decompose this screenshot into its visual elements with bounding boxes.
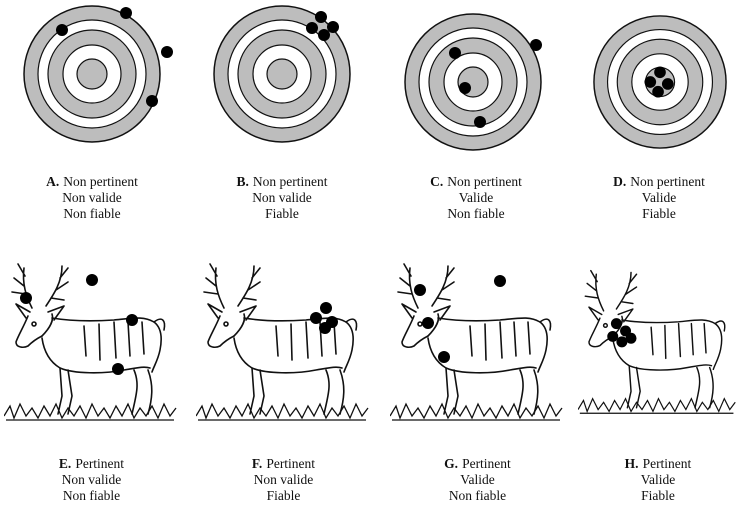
caption-d: D. Non pertinent Valide Fiable — [584, 174, 734, 222]
caption-letter: F. — [252, 456, 262, 471]
caption-line: Non valide — [196, 472, 371, 488]
panel-f — [196, 256, 371, 426]
shot-marks — [20, 274, 138, 375]
caption-line: Non fiable — [12, 206, 172, 222]
caption-letter: D. — [613, 174, 626, 189]
panel-g — [390, 256, 565, 426]
bullseye-icon — [212, 4, 352, 144]
caption-h: H. Pertinent Valide Fiable — [578, 456, 738, 504]
deer-icon — [4, 256, 179, 426]
caption-e: E. Pertinent Non valide Non fiable — [4, 456, 179, 504]
caption-b: B. Non pertinent Non valide Fiable — [202, 174, 362, 222]
bullseye-icon — [22, 4, 162, 144]
panel-e — [4, 256, 179, 426]
caption-line: Pertinent — [75, 456, 124, 471]
deer-icon — [196, 256, 371, 426]
caption-line: Non valide — [4, 472, 179, 488]
caption-line: Fiable — [202, 206, 362, 222]
caption-line: Valide — [584, 190, 734, 206]
deer-icon — [390, 256, 565, 426]
panel-b — [212, 4, 352, 144]
caption-line: Valide — [396, 190, 556, 206]
caption-line: Non pertinent — [63, 174, 138, 189]
caption-line: Fiable — [578, 488, 738, 504]
panel-a — [22, 4, 162, 144]
caption-line: Fiable — [196, 488, 371, 504]
caption-letter: G. — [444, 456, 458, 471]
caption-a: A. Non pertinent Non valide Non fiable — [12, 174, 172, 222]
caption-g: G. Pertinent Valide Non fiable — [390, 456, 565, 504]
caption-line: Non pertinent — [630, 174, 705, 189]
caption-line: Non valide — [202, 190, 362, 206]
caption-letter: C. — [430, 174, 443, 189]
panel-h — [578, 256, 738, 426]
caption-line: Non pertinent — [447, 174, 522, 189]
caption-line: Non pertinent — [253, 174, 328, 189]
bullseye-icon — [403, 12, 543, 152]
caption-letter: B. — [237, 174, 249, 189]
caption-line: Valide — [578, 472, 738, 488]
caption-line: Fiable — [584, 206, 734, 222]
shot-marks — [414, 275, 506, 363]
caption-letter: A. — [46, 174, 59, 189]
bullseye-icon — [592, 14, 728, 150]
caption-line: Pertinent — [462, 456, 511, 471]
caption-c: C. Non pertinent Valide Non fiable — [396, 174, 556, 222]
panel-c — [403, 12, 543, 152]
caption-line: Non valide — [12, 190, 172, 206]
caption-f: F. Pertinent Non valide Fiable — [196, 456, 371, 504]
caption-line: Non fiable — [396, 206, 556, 222]
caption-line: Valide — [390, 472, 565, 488]
caption-line: Pertinent — [643, 456, 692, 471]
caption-line: Non fiable — [390, 488, 565, 504]
deer-icon — [578, 256, 738, 426]
caption-letter: H. — [625, 456, 639, 471]
caption-letter: E. — [59, 456, 71, 471]
panel-d — [592, 14, 728, 150]
caption-line: Non fiable — [4, 488, 179, 504]
caption-line: Pertinent — [266, 456, 315, 471]
